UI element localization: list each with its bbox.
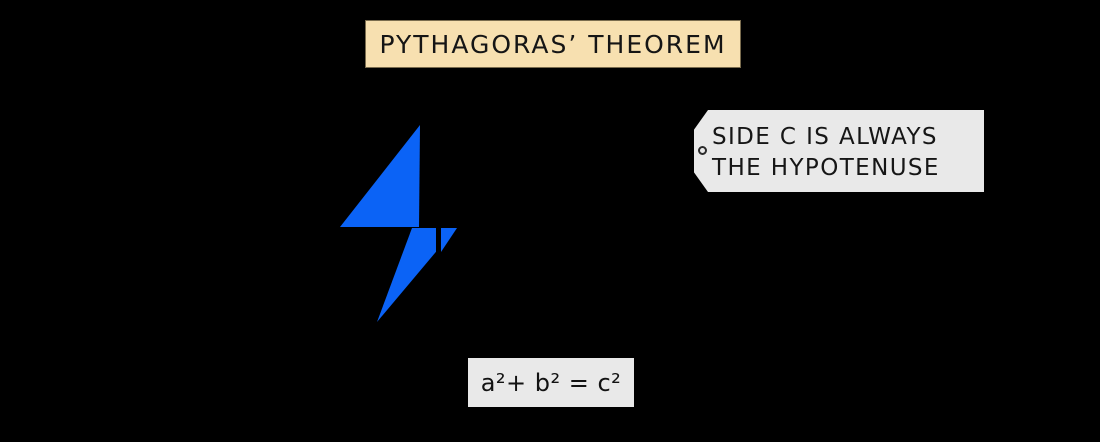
tag-eyelet-icon — [698, 146, 707, 155]
tag-text-block: SIDE C IS ALWAYS THE HYPOTENUSE — [712, 117, 980, 188]
pythagorean-formula: a²+ b² = c² — [480, 368, 622, 397]
right-angle-notch-shape — [441, 228, 457, 252]
hypotenuse-note-tag: SIDE C IS ALWAYS THE HYPOTENUSE — [694, 110, 984, 192]
upper-triangle-shape — [340, 125, 420, 227]
note-line-1: SIDE C IS ALWAYS — [712, 124, 938, 151]
tag-background — [694, 110, 984, 192]
notch-separator — [436, 226, 441, 256]
page-title-banner: PYTHAGORAS’ THEOREM — [365, 20, 741, 68]
page-title: PYTHAGORAS’ THEOREM — [379, 29, 727, 59]
lower-triangle-shape — [377, 228, 456, 322]
note-line-2: THE HYPOTENUSE — [712, 154, 940, 181]
formula-box: a²+ b² = c² — [468, 358, 634, 407]
